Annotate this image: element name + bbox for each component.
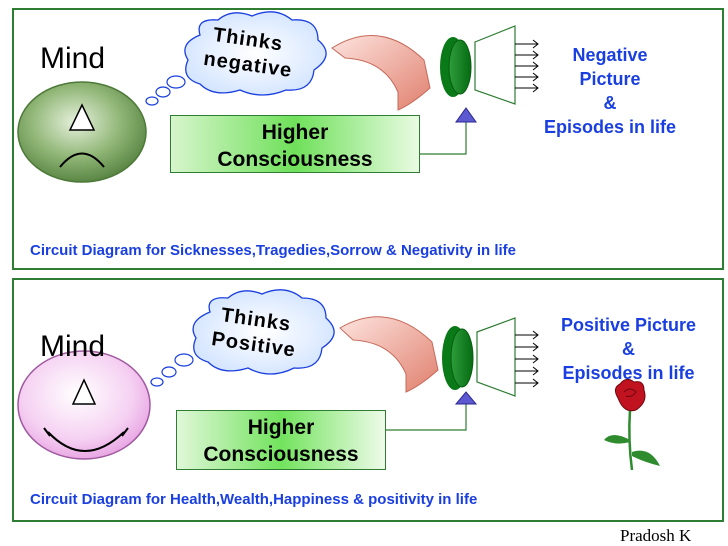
thought-cloud-icon [192, 289, 335, 375]
thought-trail-icon [150, 353, 194, 387]
top-panel [12, 8, 724, 270]
output-text: Negative Picture & Episodes in life [515, 43, 705, 139]
feedback-arrow-icon [331, 35, 431, 111]
consciousness-line-1: Higher [247, 416, 315, 439]
output-line-3: & [603, 93, 617, 113]
output-text: Positive Picture & Episodes in life [536, 313, 721, 385]
bottom-panel [12, 278, 724, 522]
consciousness-line-1: Higher [261, 121, 329, 144]
output-line-2: Picture [579, 69, 641, 89]
higher-consciousness-box: Higher Consciousness [170, 115, 420, 173]
rose-icon [604, 378, 660, 471]
output-line-4: Episodes in life [543, 117, 677, 137]
consciousness-line-2: Consciousness [217, 148, 373, 171]
output-line-2: & [622, 339, 635, 359]
diagram-caption: Circuit Diagram for Sicknesses,Tragedies… [30, 242, 516, 259]
feedback-arrow-icon [339, 316, 439, 393]
thought-cloud-icon [184, 11, 327, 96]
higher-consciousness-box: Higher Consciousness [176, 410, 386, 470]
mind-label: Mind [40, 330, 106, 363]
thought-trail-icon [145, 75, 186, 106]
consciousness-line-2: Consciousness [203, 443, 359, 466]
author-credit: Pradosh K [620, 526, 692, 545]
output-line-1: Negative [572, 45, 648, 65]
happy-face-icon [17, 350, 151, 460]
sad-face-icon [17, 81, 147, 183]
projector-icon [386, 317, 539, 431]
mind-label: Mind [40, 42, 106, 75]
output-line-1: Positive Picture [560, 315, 697, 335]
diagram-caption: Circuit Diagram for Health,Wealth,Happin… [30, 491, 478, 508]
output-line-3: Episodes in life [562, 363, 695, 383]
